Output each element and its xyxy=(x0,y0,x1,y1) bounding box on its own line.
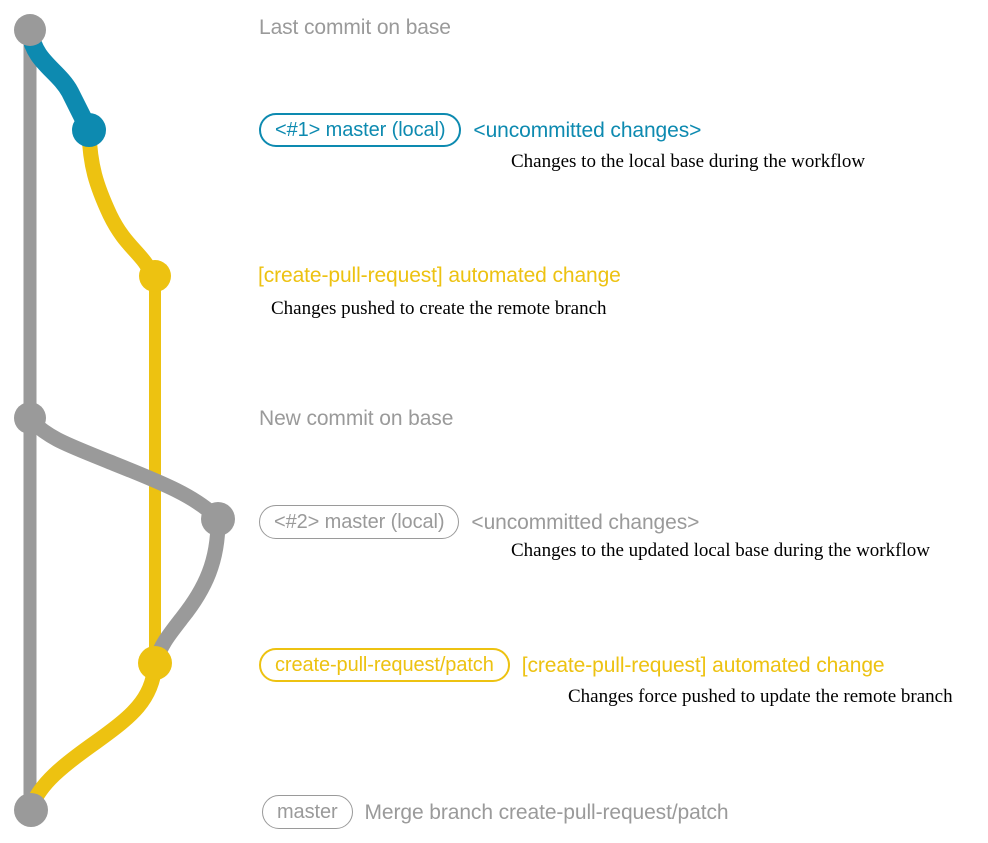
commit-description: Changes force pushed to update the remot… xyxy=(568,686,953,707)
entry-automated-change-1: [create-pull-request] automated change xyxy=(258,265,621,286)
commit-description: Changes pushed to create the remote bran… xyxy=(271,298,607,319)
commit-node-local-1[interactable] xyxy=(72,113,106,147)
commit-node-base-top[interactable] xyxy=(14,14,46,46)
edge-patch-2-to-merge xyxy=(24,657,163,814)
branch-pill-master[interactable]: master xyxy=(262,795,353,829)
branch-pill-local-master-1[interactable]: <#1> master (local) xyxy=(259,113,462,147)
commit-headline: <uncommitted changes> xyxy=(473,118,702,142)
commit-headline: Last commit on base xyxy=(259,16,451,39)
commit-headline: Merge branch create-pull-request/patch xyxy=(364,800,729,824)
commit-description: Changes to the local base during the wor… xyxy=(511,151,866,172)
commit-headline: [create-pull-request] automated change xyxy=(521,653,885,677)
commit-description: Changes to the updated local base during… xyxy=(511,540,930,561)
commit-node-local-2[interactable] xyxy=(201,502,235,536)
commit-node-patch-1[interactable] xyxy=(139,260,171,292)
entry-last-commit-on-base: Last commit on base xyxy=(259,17,451,38)
edge-base-to-local-1 xyxy=(21,23,98,139)
edge-base-to-local-2 xyxy=(22,412,226,527)
commit-node-patch-2[interactable] xyxy=(138,646,172,680)
commit-node-merge[interactable] xyxy=(14,793,48,827)
branch-pill-create-pull-request-patch[interactable]: create-pull-request/patch xyxy=(259,648,510,682)
commit-headline: <uncommitted changes> xyxy=(471,510,700,534)
branch-pill-local-master-2[interactable]: <#2> master (local) xyxy=(259,505,460,539)
commit-headline: New commit on base xyxy=(259,407,454,430)
edge-local-1-to-patch-1 xyxy=(81,124,161,284)
entry-automated-change-2: create-pull-request/patch [create-pull-r… xyxy=(259,648,885,682)
entry-local-master-2: <#2> master (local) <uncommitted changes… xyxy=(259,505,699,539)
edge-local-2-to-patch-2 xyxy=(148,513,226,670)
commit-headline: [create-pull-request] automated change xyxy=(258,264,621,287)
entry-merge-commit: master Merge branch create-pull-request/… xyxy=(262,795,729,829)
entry-local-master-1: <#1> master (local) <uncommitted changes… xyxy=(259,113,701,147)
entry-new-commit-on-base: New commit on base xyxy=(259,408,453,429)
commit-node-base-new[interactable] xyxy=(14,402,46,434)
